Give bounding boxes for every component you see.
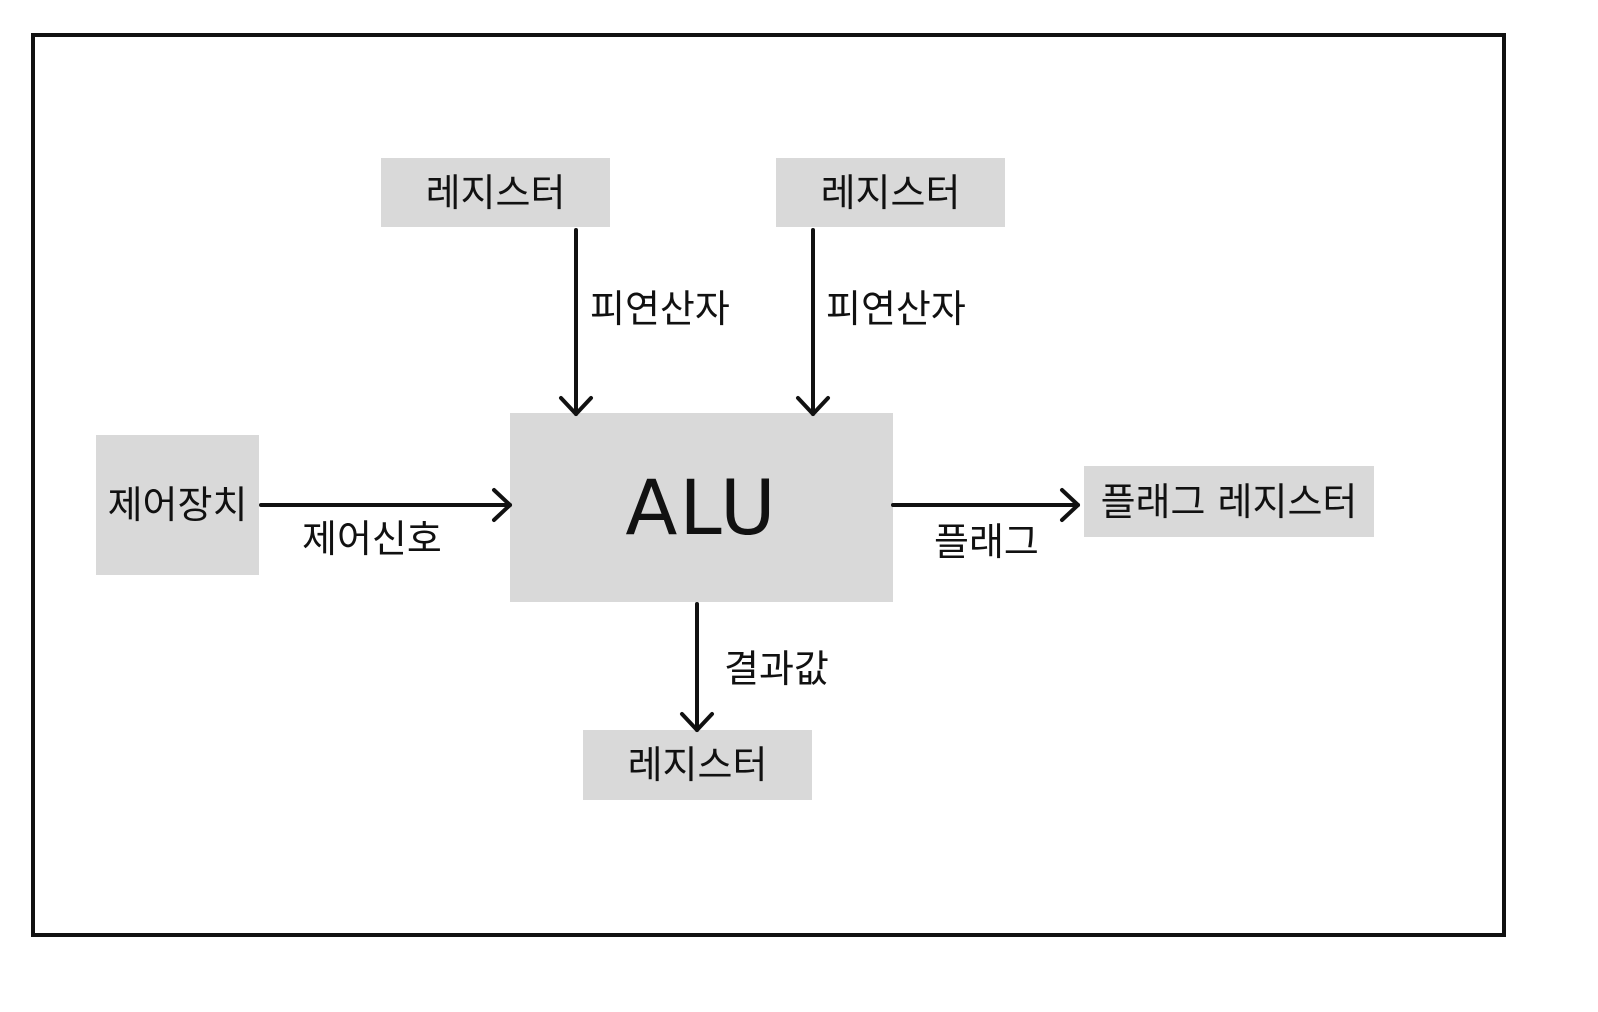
register-top-left-box: 레지스터: [381, 158, 610, 227]
flag-arrowhead: [1060, 488, 1080, 522]
flag-edge-label: 플래그: [934, 520, 1039, 564]
operand-left-arrowhead: [559, 396, 593, 416]
flag-register-box: 플래그 레지스터: [1084, 466, 1374, 537]
diagram-frame: [31, 33, 1506, 937]
flag-register-label: 플래그 레지스터: [1100, 479, 1358, 524]
operand-right-arrowhead: [796, 396, 830, 416]
control-signal-edge-label: 제어신호: [302, 517, 442, 561]
register-top-right-label: 레지스터: [820, 170, 961, 215]
operand-left-edge-label: 피연산자: [590, 287, 730, 331]
alu-box: ALU: [510, 413, 893, 602]
register-top-left-label: 레지스터: [425, 170, 566, 215]
register-top-right-box: 레지스터: [776, 158, 1005, 227]
operand-right-edge-label: 피연산자: [826, 287, 966, 331]
control-signal-arrowhead: [492, 488, 512, 522]
register-bottom-box: 레지스터: [583, 730, 812, 800]
alu-label: ALU: [625, 462, 778, 552]
result-arrowhead: [680, 712, 714, 732]
result-edge-label: 결과값: [724, 647, 829, 691]
register-bottom-label: 레지스터: [627, 743, 768, 787]
control-unit-label: 제어장치: [107, 483, 248, 527]
control-unit-box: 제어장치: [96, 435, 259, 575]
